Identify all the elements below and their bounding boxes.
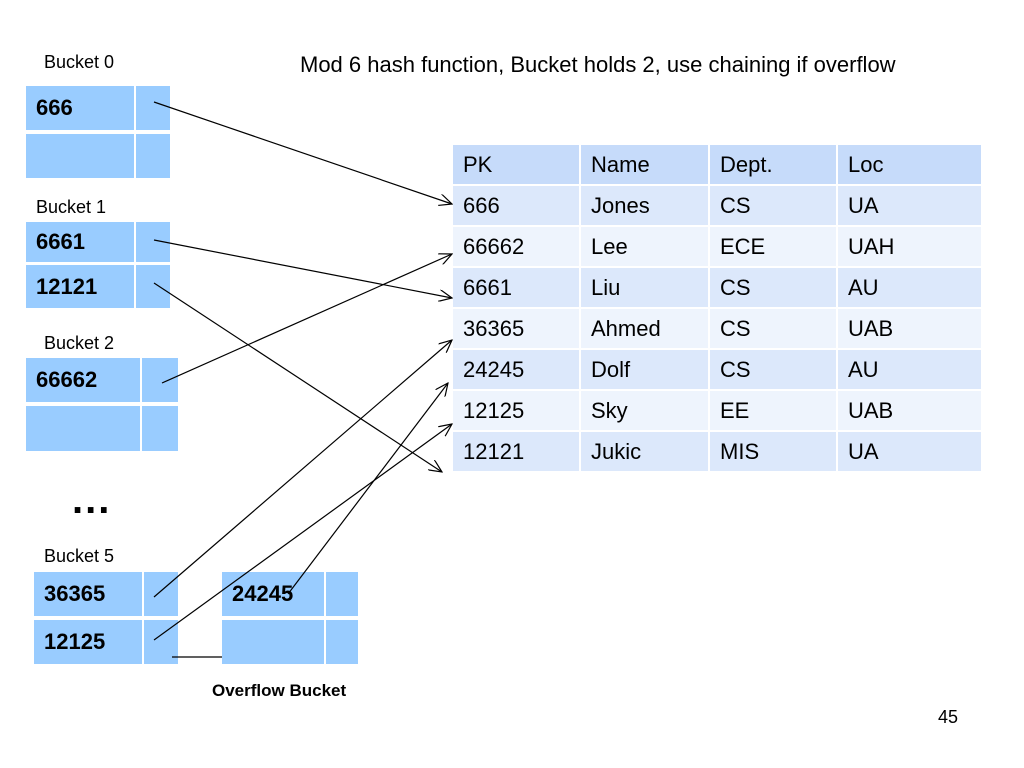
- bucket-1-slot-1: 6661: [26, 222, 136, 262]
- cell-dept: CS: [710, 309, 836, 348]
- cell-loc: UAB: [838, 391, 981, 430]
- arrow-36365: [153, 340, 452, 598]
- arrow-66662: [161, 254, 452, 384]
- cell-pk: 666: [453, 186, 579, 225]
- ellipsis: ...: [72, 478, 112, 522]
- cell-dept: MIS: [710, 432, 836, 471]
- table-row: 12125 Sky EE UAB: [453, 391, 981, 430]
- cell-pk: 36365: [453, 309, 579, 348]
- table-header-row: PK Name Dept. Loc: [453, 145, 981, 184]
- bucket-2-slot-1-pointer: [142, 358, 178, 402]
- page-number: 45: [938, 707, 959, 727]
- bucket-5-slot-2: 12125: [34, 620, 144, 664]
- cell-name: Dolf: [581, 350, 708, 389]
- overflow-bucket-slot-1: 24245: [222, 572, 326, 616]
- bucket-2-slot-2: [26, 406, 142, 451]
- cell-dept: CS: [710, 268, 836, 307]
- bucket-5-slot-1-pointer: [144, 572, 178, 616]
- cell-loc: UAH: [838, 227, 981, 266]
- cell-pk: 6661: [453, 268, 579, 307]
- slide-title: Mod 6 hash function, Bucket holds 2, use…: [300, 52, 896, 77]
- arrow-12121: [153, 282, 442, 472]
- table-row: 36365 Ahmed CS UAB: [453, 309, 981, 348]
- bucket-0-slot-1-value: 666: [36, 95, 73, 120]
- cell-loc: AU: [838, 350, 981, 389]
- bucket-2-slot-1: 66662: [26, 358, 142, 402]
- cell-loc: AU: [838, 268, 981, 307]
- cell-loc: UA: [838, 186, 981, 225]
- bucket-5-slot-1: 36365: [34, 572, 144, 616]
- cell-dept: CS: [710, 350, 836, 389]
- bucket-0-slot-2-pointer: [136, 134, 170, 178]
- overflow-bucket-slot-1-pointer: [326, 572, 358, 616]
- overflow-bucket-slot-2-pointer: [326, 620, 358, 664]
- arrow-666: [153, 101, 452, 204]
- bucket-2-slot-1-value: 66662: [36, 367, 98, 392]
- table-row: 12121 Jukic MIS UA: [453, 432, 981, 471]
- cell-pk: 12125: [453, 391, 579, 430]
- table-row: 66662 Lee ECE UAH: [453, 227, 981, 266]
- cell-loc: UA: [838, 432, 981, 471]
- bucket-5-label: Bucket 5: [44, 546, 115, 566]
- bucket-1-slot-2-pointer: [136, 265, 170, 308]
- cell-pk: 24245: [453, 350, 579, 389]
- bucket-1-slot-1-value: 6661: [36, 229, 85, 254]
- overflow-bucket-label: Overflow Bucket: [212, 681, 347, 700]
- bucket-1-slot-1-pointer: [136, 222, 170, 262]
- overflow-bucket-slot-2: [222, 620, 326, 664]
- header-dept: Dept.: [710, 145, 836, 184]
- cell-dept: CS: [710, 186, 836, 225]
- bucket-2-slot-2-pointer: [142, 406, 178, 451]
- bucket-5-slot-1-value: 36365: [44, 581, 106, 606]
- cell-dept: EE: [710, 391, 836, 430]
- cell-loc: UAB: [838, 309, 981, 348]
- bucket-1-label: Bucket 1: [36, 197, 107, 217]
- cell-name: Jukic: [581, 432, 708, 471]
- bucket-1-slot-2: 12121: [26, 265, 136, 308]
- header-loc: Loc: [838, 145, 981, 184]
- table-row: 6661 Liu CS AU: [453, 268, 981, 307]
- bucket-2-label: Bucket 2: [44, 333, 115, 353]
- cell-dept: ECE: [710, 227, 836, 266]
- bucket-0-slot-1-pointer: [136, 86, 170, 130]
- table-row: 666 Jones CS UA: [453, 186, 981, 225]
- cell-name: Liu: [581, 268, 708, 307]
- table-row: 24245 Dolf CS AU: [453, 350, 981, 389]
- cell-pk: 12121: [453, 432, 579, 471]
- header-name: Name: [581, 145, 708, 184]
- overflow-bucket-slot-1-value: 24245: [232, 581, 294, 606]
- bucket-0-slot-1: 666: [26, 86, 136, 130]
- cell-pk: 66662: [453, 227, 579, 266]
- bucket-0-label: Bucket 0: [44, 52, 115, 72]
- arrow-24245: [287, 383, 448, 595]
- cell-name: Lee: [581, 227, 708, 266]
- bucket-5-slot-2-value: 12125: [44, 629, 106, 654]
- records-table: PK Name Dept. Loc 666 Jones CS UA 66662 …: [451, 143, 983, 473]
- arrow-6661: [153, 239, 452, 298]
- cell-name: Ahmed: [581, 309, 708, 348]
- bucket-5-slot-2-pointer: [144, 620, 178, 664]
- cell-name: Sky: [581, 391, 708, 430]
- header-pk: PK: [453, 145, 579, 184]
- bucket-1-slot-2-value: 12121: [36, 273, 98, 299]
- cell-name: Jones: [581, 186, 708, 225]
- bucket-0-slot-2: [26, 134, 136, 178]
